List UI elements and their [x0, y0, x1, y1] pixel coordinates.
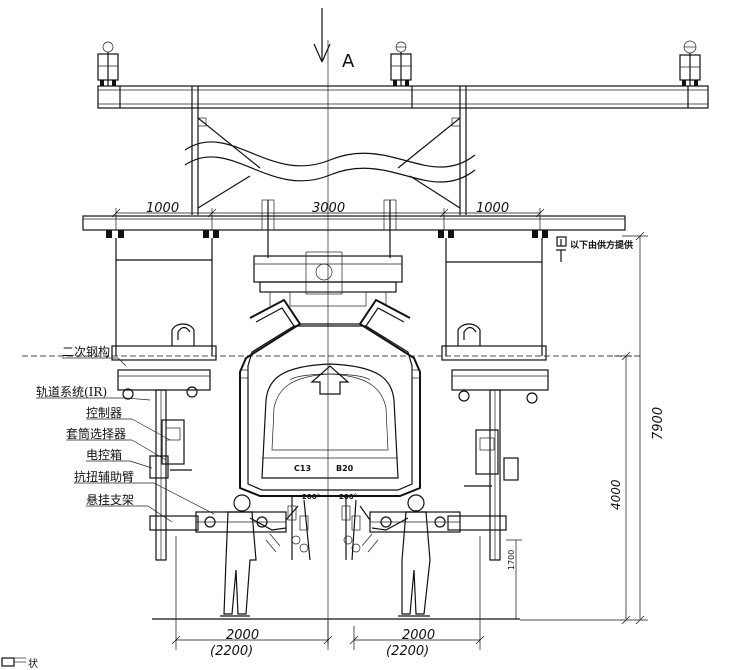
dim-bottom-right: 2000: [402, 628, 435, 643]
model-code-right: B20: [336, 464, 354, 473]
label-control-box: 电控箱: [86, 447, 122, 462]
dim-bottom-left: 2000: [226, 628, 259, 643]
right-column: [489, 389, 501, 561]
view-direction-arrow: [313, 8, 331, 63]
top-hanger-left: [97, 41, 119, 86]
right-nutrunner-tools: [341, 496, 379, 561]
dim-bottom-right-alt: (2200): [386, 644, 429, 659]
central-hoist: [253, 199, 403, 307]
body-carrier-frame: [239, 298, 421, 497]
callout-leaders: [36, 357, 215, 523]
label-socket-selector: 套筒选择器: [66, 426, 126, 441]
dim-platform-height: 4000: [609, 479, 623, 510]
top-hanger-right: [679, 40, 701, 86]
dim-left-span: 1000: [146, 201, 179, 216]
dim-bottom-left-alt: (2200): [210, 644, 253, 659]
right-controller-unit: [464, 429, 519, 487]
label-controller: 控制器: [86, 406, 122, 420]
label-rail-system: 轨道系统(IR): [36, 385, 107, 399]
right-side-frame: [441, 238, 549, 404]
top-hanger-center: [390, 41, 412, 86]
top-main-beam: [97, 85, 709, 109]
supply-note-marker: [556, 236, 567, 262]
mid-beam: [82, 215, 626, 238]
dim-total-height: 7900: [651, 407, 666, 440]
dim-small-height: 1700: [507, 550, 516, 570]
label-torque-arm: 抗扭辅助臂: [74, 469, 134, 484]
right-torque-arm: [359, 505, 507, 533]
vehicle-body: [261, 363, 399, 479]
dim-right-span: 1000: [476, 201, 509, 216]
column-frame: [184, 86, 476, 215]
left-torque-arm: [149, 505, 299, 533]
model-code-left: C13: [294, 464, 311, 473]
angle-left: 200°: [302, 493, 320, 501]
bottom-dimension-lines: [171, 536, 485, 650]
left-column: [155, 389, 167, 561]
left-side-frame: [111, 238, 217, 400]
left-nutrunner-tools: [265, 496, 311, 561]
view-direction-label: A: [342, 51, 355, 72]
footer-symbol: [1, 657, 26, 667]
right-operator-figure: [371, 494, 431, 617]
footer-fragment: 状: [28, 657, 38, 670]
dim-center-span: 3000: [312, 201, 345, 216]
left-operator-figure: [220, 494, 287, 617]
supply-note-text: 以下由供方提供: [570, 239, 633, 251]
angle-right: 200°: [339, 493, 357, 501]
vertical-dimension-lines: [506, 231, 648, 625]
span-dimension-line: [111, 208, 545, 230]
label-secondary-steel: 二次钢构: [62, 344, 110, 359]
label-hanging-bracket: 悬挂支架: [86, 493, 134, 507]
